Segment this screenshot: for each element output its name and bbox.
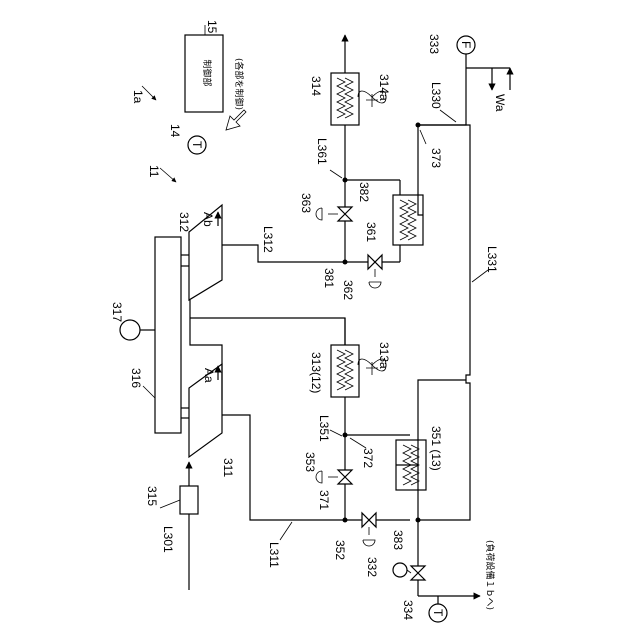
shaft-sensor-317	[120, 320, 140, 340]
main-shaft-316	[155, 237, 181, 433]
label-L312: L312	[261, 226, 275, 253]
label-334: 334	[401, 600, 415, 620]
label-11: 11	[147, 165, 161, 178]
label-363: 363	[299, 193, 313, 213]
label-L301: L301	[161, 526, 175, 553]
valve-353	[338, 470, 352, 484]
leader-316	[143, 386, 155, 398]
valve-362-actuator-icon	[369, 282, 381, 288]
label-372: 372	[361, 448, 375, 468]
leader-L330	[440, 110, 456, 122]
valve-352	[362, 513, 376, 527]
pump-332	[393, 563, 407, 577]
to-load-note: (負荷設備１ｂへ)	[484, 540, 496, 610]
leader-L361	[330, 170, 342, 178]
flow-meter-symbol: F	[459, 41, 473, 48]
label-Aa: Aa	[202, 368, 216, 383]
line-L312	[222, 245, 345, 262]
filter-315	[180, 486, 198, 514]
hx-313	[331, 345, 359, 397]
valve-363-actuator-icon	[316, 208, 322, 220]
leader-372	[350, 438, 366, 448]
label-Ab: Ab	[201, 212, 215, 227]
control-unit-text: 制御部	[201, 59, 213, 86]
label-332: 332	[365, 557, 379, 577]
arrow-11-icon	[160, 168, 176, 182]
label-14: 14	[168, 124, 182, 138]
label-383: 383	[391, 530, 405, 550]
label-314: 314	[309, 76, 323, 96]
hx-314	[331, 73, 359, 125]
pump-link	[407, 570, 411, 573]
label-315: 315	[145, 486, 159, 506]
label-L311: L311	[267, 542, 281, 568]
label-351: 351 (13)	[429, 426, 443, 471]
label-L361: L361	[315, 138, 329, 165]
leader-373	[420, 130, 426, 144]
label-Wa: Wa	[493, 94, 507, 112]
pipe-to-313	[190, 318, 345, 345]
label-15: 15	[205, 20, 219, 34]
label-L330: L330	[429, 82, 443, 109]
label-333: 333	[427, 34, 441, 54]
valve-353-actuator-icon	[316, 471, 322, 483]
leader-L331	[472, 270, 488, 282]
control-note: (各部を制御)	[233, 58, 245, 110]
label-313a: 313a	[377, 342, 391, 369]
leader-315	[160, 500, 180, 508]
label-382: 382	[357, 182, 371, 202]
label-1a: 1a	[131, 90, 145, 104]
label-361: 361	[364, 222, 378, 242]
label-314a: 314a	[377, 74, 391, 101]
label-317: 317	[110, 302, 124, 322]
valve-352-actuator-icon	[363, 540, 375, 546]
label-316: 316	[129, 368, 143, 388]
label-313: 313(12)	[309, 352, 323, 393]
temp-sensor-14-symbol: T	[190, 141, 204, 149]
label-381: 381	[322, 268, 336, 288]
label-373: 373	[429, 148, 443, 168]
valve-363	[338, 207, 352, 221]
label-371: 371	[317, 490, 331, 510]
valve-362	[368, 255, 382, 269]
control-arrow-icon	[226, 110, 246, 130]
label-L351: L351	[317, 415, 331, 442]
label-312: 312	[177, 212, 191, 232]
label-353: 353	[303, 452, 317, 472]
label-352: 352	[333, 540, 347, 560]
label-362: 362	[341, 280, 355, 300]
temp-334-symbol: T	[431, 609, 445, 617]
leader-L311	[280, 522, 292, 540]
label-311: 311	[221, 458, 235, 477]
label-L331: L331	[485, 246, 499, 273]
pump-valve-332	[411, 566, 425, 580]
